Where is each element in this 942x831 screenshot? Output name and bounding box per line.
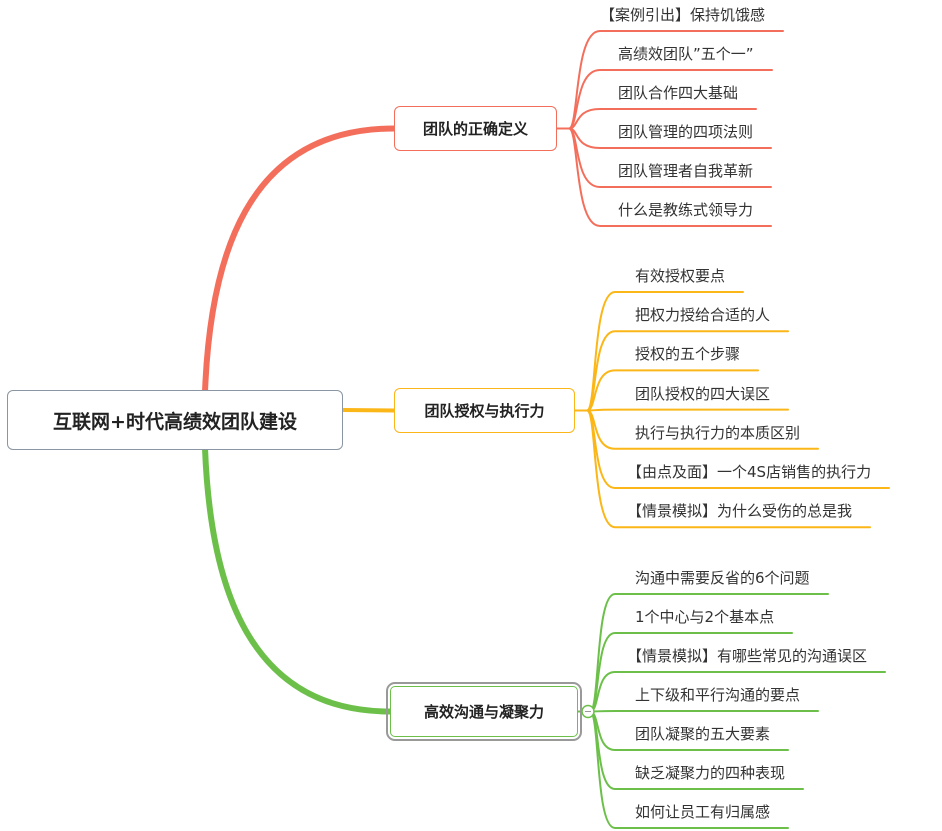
root-connector xyxy=(341,408,396,413)
leaf-topic[interactable]: 团队管理的四项法则 xyxy=(618,123,754,141)
leaf-topic[interactable]: 团队合作四大基础 xyxy=(618,84,739,102)
branch-topic-label: 团队授权与执行力 xyxy=(424,402,545,420)
leaf-topic[interactable]: 团队管理者自我革新 xyxy=(618,162,754,180)
leaf-topic[interactable]: 执行与执行力的本质区别 xyxy=(635,423,801,442)
branch-topic[interactable]: 团队的正确定义 xyxy=(394,106,557,151)
leaf-topic[interactable]: 【情景模拟】为什么受伤的总是我 xyxy=(627,502,853,521)
leaf-topic[interactable]: 沟通中需要反省的6个问题 xyxy=(635,569,810,587)
branch-topic-label: 高效沟通与凝聚力 xyxy=(423,703,544,721)
leaf-connector xyxy=(568,69,773,130)
leaf-topic[interactable]: 有效授权要点 xyxy=(635,267,726,285)
leaf-connector xyxy=(586,330,789,412)
leaf-connector xyxy=(586,409,871,529)
leaf-connector xyxy=(586,369,759,412)
root-connector xyxy=(202,125,397,395)
leaf-topic[interactable]: 团队授权的四大误区 xyxy=(635,384,771,403)
leaf-topic[interactable]: 把权力授给合适的人 xyxy=(635,306,771,325)
branch-topic[interactable]: 团队授权与执行力 xyxy=(394,388,575,433)
leaf-topic[interactable]: 高绩效团队”五个一” xyxy=(618,45,754,63)
leaf-connector xyxy=(568,127,772,227)
leaf-connector xyxy=(589,710,789,829)
leaf-connector xyxy=(568,108,757,130)
root-connector xyxy=(202,445,393,715)
leaf-topic[interactable]: 授权的五个步骤 xyxy=(635,345,741,364)
root-topic-label: 互联网+时代高绩效团队建设 xyxy=(53,410,297,433)
leaf-topic[interactable]: 什么是教练式领导力 xyxy=(618,201,754,219)
branch-topic-label: 团队的正确定义 xyxy=(422,120,528,138)
leaf-topic[interactable]: 【案例引出】保持饥饿感 xyxy=(600,6,766,24)
leaf-connector xyxy=(586,408,789,412)
leaf-topic[interactable]: 上下级和平行沟通的要点 xyxy=(635,686,801,704)
leaf-topic[interactable]: 团队凝聚的五大要素 xyxy=(635,725,771,743)
leaf-topic[interactable]: 如何让员工有归属感 xyxy=(635,803,771,821)
leaf-connector xyxy=(589,710,819,713)
leaf-topic[interactable]: 1个中心与2个基本点 xyxy=(635,608,775,626)
branch-topic[interactable]: 高效沟通与凝聚力 xyxy=(386,682,582,741)
root-topic[interactable]: 互联网+时代高绩效团队建设 xyxy=(7,390,343,450)
leaf-topic[interactable]: 【情景模拟】有哪些常见的沟通误区 xyxy=(627,647,868,665)
leaf-topic[interactable]: 【由点及面】一个4S店销售的执行力 xyxy=(627,463,872,481)
leaf-topic[interactable]: 缺乏凝聚力的四种表现 xyxy=(635,764,786,782)
